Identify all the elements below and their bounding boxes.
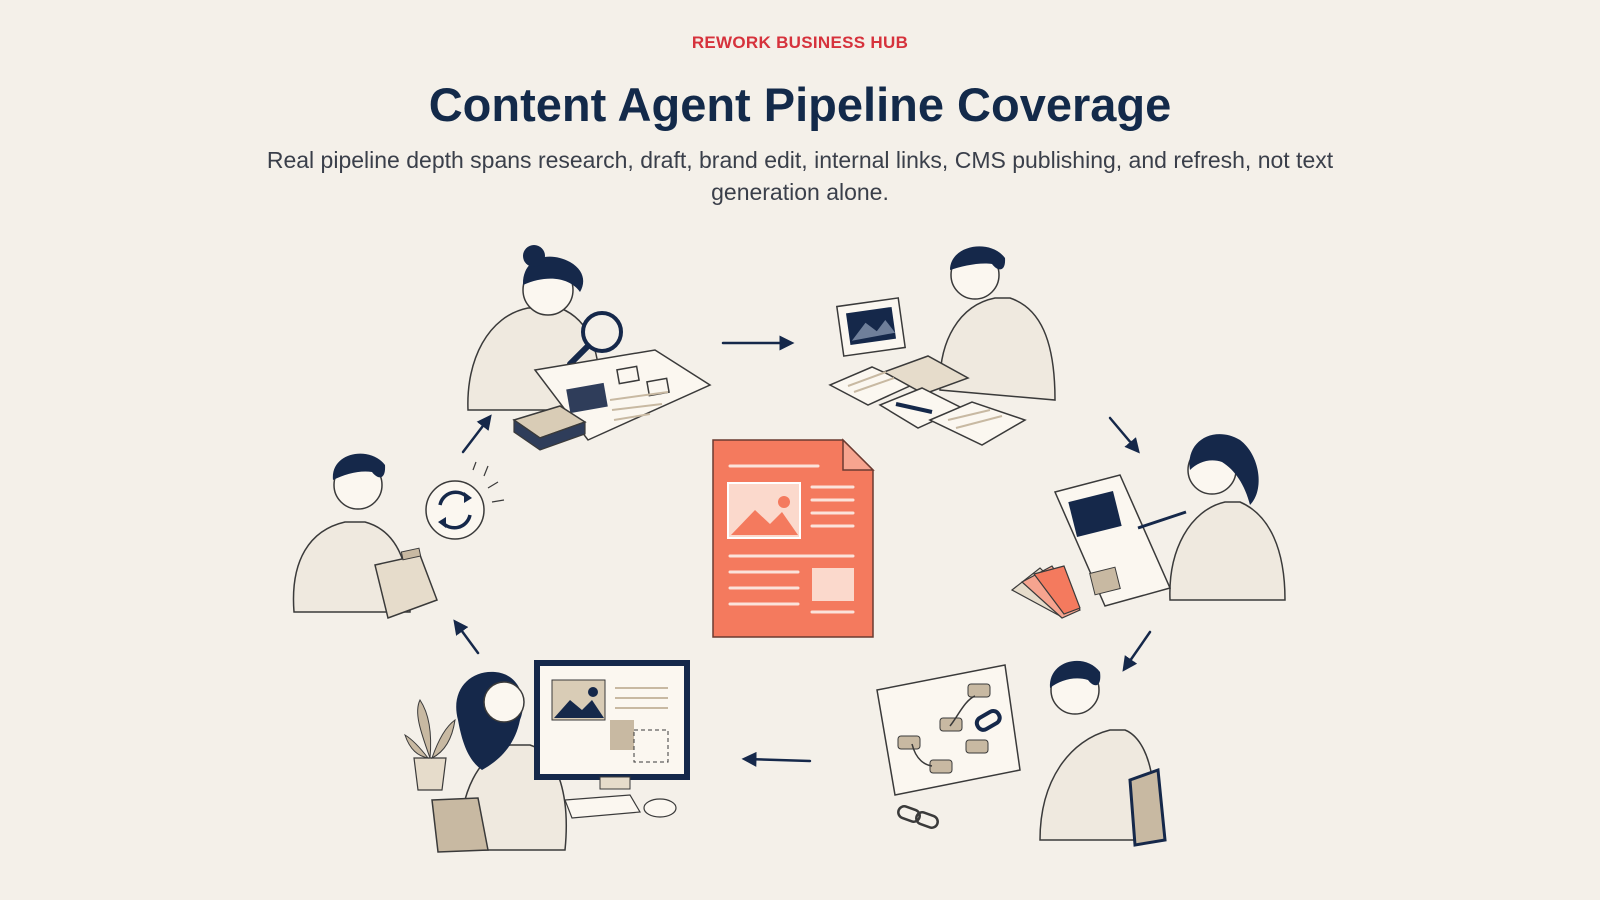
brand-edit-stage: [1010, 434, 1286, 619]
color-swatch-icon: [1010, 565, 1081, 619]
draft-stage: [828, 246, 1056, 446]
document-icon: [712, 438, 875, 638]
brand-label: REWORK BUSINESS HUB: [691, 33, 909, 52]
arrow-cms-to-refresh: [453, 619, 480, 655]
arrow-brand-to-links: [1122, 630, 1152, 672]
layout-sheets-icon: [828, 297, 1027, 446]
arrow-links-to-cms: [741, 751, 812, 767]
arrow-refresh-to-research: [461, 414, 492, 454]
page-subtitle: Real pipeline depth spans research, draf…: [266, 147, 1334, 205]
page-title: Content Agent Pipeline Coverage: [428, 78, 1172, 131]
cms-publishing-stage: [404, 660, 690, 853]
refresh-icon: [425, 461, 505, 540]
cycle-arrows: [453, 335, 1152, 767]
plant-icon: [404, 699, 456, 791]
arrow-draft-to-brand: [1108, 416, 1140, 454]
monitor-icon: [534, 660, 690, 819]
magnifier-icon: [567, 311, 623, 367]
refresh-stage: [292, 453, 505, 619]
link-icon: [897, 709, 1002, 829]
internal-links-stage: [876, 660, 1167, 847]
research-stage: [467, 245, 712, 451]
